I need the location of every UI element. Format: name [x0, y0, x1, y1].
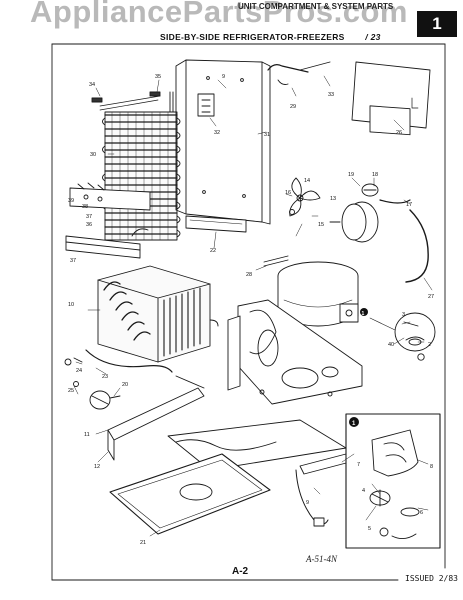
issued-date: ISSUED 2/83	[405, 574, 458, 583]
callout-6: 6	[420, 510, 423, 516]
top-tubing	[267, 61, 331, 85]
callout-38: 38	[82, 204, 88, 210]
compressor	[263, 255, 359, 327]
callout-11: 11	[84, 432, 90, 438]
callout-3: 3	[402, 312, 405, 318]
inset-marker-number: 1	[352, 421, 356, 427]
callout-37-lower: 37	[70, 258, 76, 264]
defrost-timer	[64, 357, 121, 410]
page-badge: 1	[417, 11, 457, 37]
support-rail	[107, 375, 205, 461]
drain-tray	[185, 215, 247, 233]
callout-8: 8	[430, 464, 433, 470]
inset-box	[345, 413, 441, 549]
callout-24: 24	[76, 368, 82, 374]
callout-10: 10	[68, 302, 74, 308]
callout-26: 26	[396, 130, 402, 136]
header-subtitle: SIDE-BY-SIDE REFRIGERATOR-FREEZERS / 23	[160, 32, 381, 42]
callout-5: 5	[368, 526, 371, 532]
callout-21: 21	[140, 540, 146, 546]
evaporator-coil	[97, 265, 219, 363]
callout-20: 20	[122, 382, 128, 388]
callout-19: 19	[348, 172, 354, 178]
watermark-banner: AppliancePartsPros.com	[0, 0, 463, 34]
main-marker-number: 1	[362, 311, 365, 317]
callout-31: 31	[264, 132, 270, 138]
condensate-tube	[405, 209, 429, 283]
callout-12: 12	[94, 464, 100, 470]
callout-9-top: 9	[222, 74, 225, 80]
drawing-code: A-51-4N	[306, 554, 337, 564]
control-cover	[351, 61, 431, 136]
callout-16: 16	[285, 190, 291, 196]
callout-22: 22	[210, 248, 216, 254]
callout-28: 28	[246, 272, 252, 278]
page-number: A-2	[232, 566, 249, 577]
side-bracket	[227, 315, 241, 391]
callout-27: 27	[428, 294, 434, 300]
callout-15: 15	[318, 222, 324, 228]
callout-7: 7	[357, 462, 360, 468]
condenser-bracket	[65, 182, 151, 259]
callout-40: 40	[388, 342, 394, 348]
condenser-shroud-panel	[175, 59, 271, 225]
condenser-fan-assembly	[289, 177, 411, 243]
callout-18: 18	[372, 172, 378, 178]
watermark-text: AppliancePartsPros.com	[30, 0, 408, 29]
callout-29: 29	[290, 104, 296, 110]
header-subtitle-suffix: / 23	[365, 32, 381, 42]
header-section-title: UNIT COMPARTMENT & SYSTEM PARTS	[238, 2, 394, 11]
condenser-coil	[91, 91, 181, 241]
inset-marker-dot	[360, 308, 368, 316]
drain-pan	[109, 453, 271, 535]
callout-39: 39	[68, 198, 74, 204]
mounting-grommet-detail	[369, 312, 436, 361]
callout-35: 35	[155, 74, 161, 80]
callout-14: 14	[304, 178, 310, 184]
callout-23: 23	[102, 374, 108, 380]
callout-9-bottom: 9	[306, 500, 309, 506]
callout-2: 2	[428, 342, 431, 348]
wire-harness	[85, 349, 173, 373]
callout-13: 13	[330, 196, 336, 202]
callout-4-left: 4	[362, 488, 365, 494]
callout-34: 34	[89, 82, 95, 88]
callout-30: 30	[90, 152, 96, 158]
callout-36: 36	[86, 222, 92, 228]
callout-17: 17	[406, 202, 412, 208]
callout-33: 33	[328, 92, 334, 98]
callout-37-upper: 37	[86, 214, 92, 220]
callout-25: 25	[68, 388, 74, 394]
header-subtitle-main: SIDE-BY-SIDE REFRIGERATOR-FREEZERS	[160, 32, 345, 42]
callout-32: 32	[214, 130, 220, 136]
